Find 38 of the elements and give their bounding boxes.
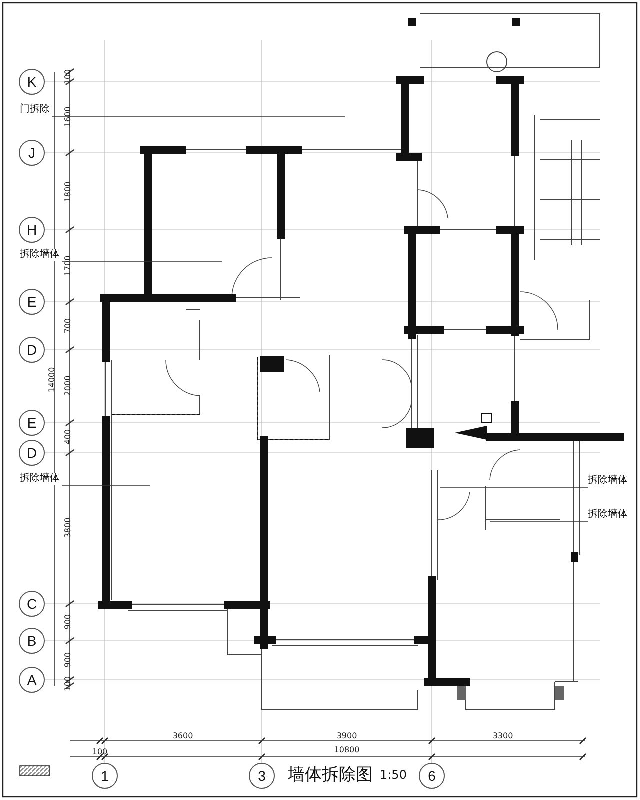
- dimension-text: 3900: [336, 732, 358, 740]
- demolition-note: 拆除墙体: [20, 473, 60, 485]
- dimension-text: 700: [64, 318, 72, 334]
- dimension-text: 2000: [64, 376, 72, 396]
- grid-axis-bubble: 1: [92, 763, 118, 789]
- demolition-note: 门拆除: [20, 104, 50, 116]
- dimension-text: 10800: [334, 746, 360, 754]
- demolition-note: 拆除墙体: [588, 509, 628, 521]
- dimension-text: 900: [64, 614, 72, 630]
- dimension-text: 900: [64, 652, 72, 668]
- demolition-note: 拆除墙体: [588, 475, 628, 487]
- dimension-text: 1800: [64, 182, 72, 202]
- dimension-text: 3300: [492, 732, 514, 740]
- demolition-note: 拆除墙体: [20, 249, 60, 261]
- scale-text: 1:50: [380, 768, 407, 782]
- leader-line: [52, 116, 346, 118]
- grid-axis-bubble: 3: [249, 763, 275, 789]
- drawing-title: 墙体拆除图: [288, 765, 373, 785]
- dimension-text: 100: [64, 69, 72, 85]
- dimension-text: 3800: [64, 518, 72, 538]
- dimension-text: 100: [92, 748, 108, 756]
- grid-axis-bubble: B: [19, 628, 45, 654]
- dimension-text: 1700: [64, 256, 72, 276]
- grid-axis-bubble: C: [19, 591, 45, 617]
- grid-axis-bubble: D: [19, 440, 45, 466]
- dimension-text: 3600: [172, 732, 194, 740]
- grid-axis-bubble: K: [19, 69, 45, 95]
- grid-axis-bubble: D: [19, 337, 45, 363]
- grid-axis-bubble: E: [19, 289, 45, 315]
- grid-axis-bubble: H: [19, 217, 45, 243]
- dimension-text: 14000: [48, 367, 56, 393]
- dimension-text: 100: [64, 676, 72, 692]
- dimension-text: 1600: [64, 106, 72, 128]
- grid-axis-bubble: J: [19, 140, 45, 166]
- grid-axis-bubble: A: [19, 667, 45, 693]
- grid-axis-bubble: E: [19, 410, 45, 436]
- grid-axis-bubble: 6: [419, 763, 445, 789]
- dimension-text: 400: [64, 429, 72, 445]
